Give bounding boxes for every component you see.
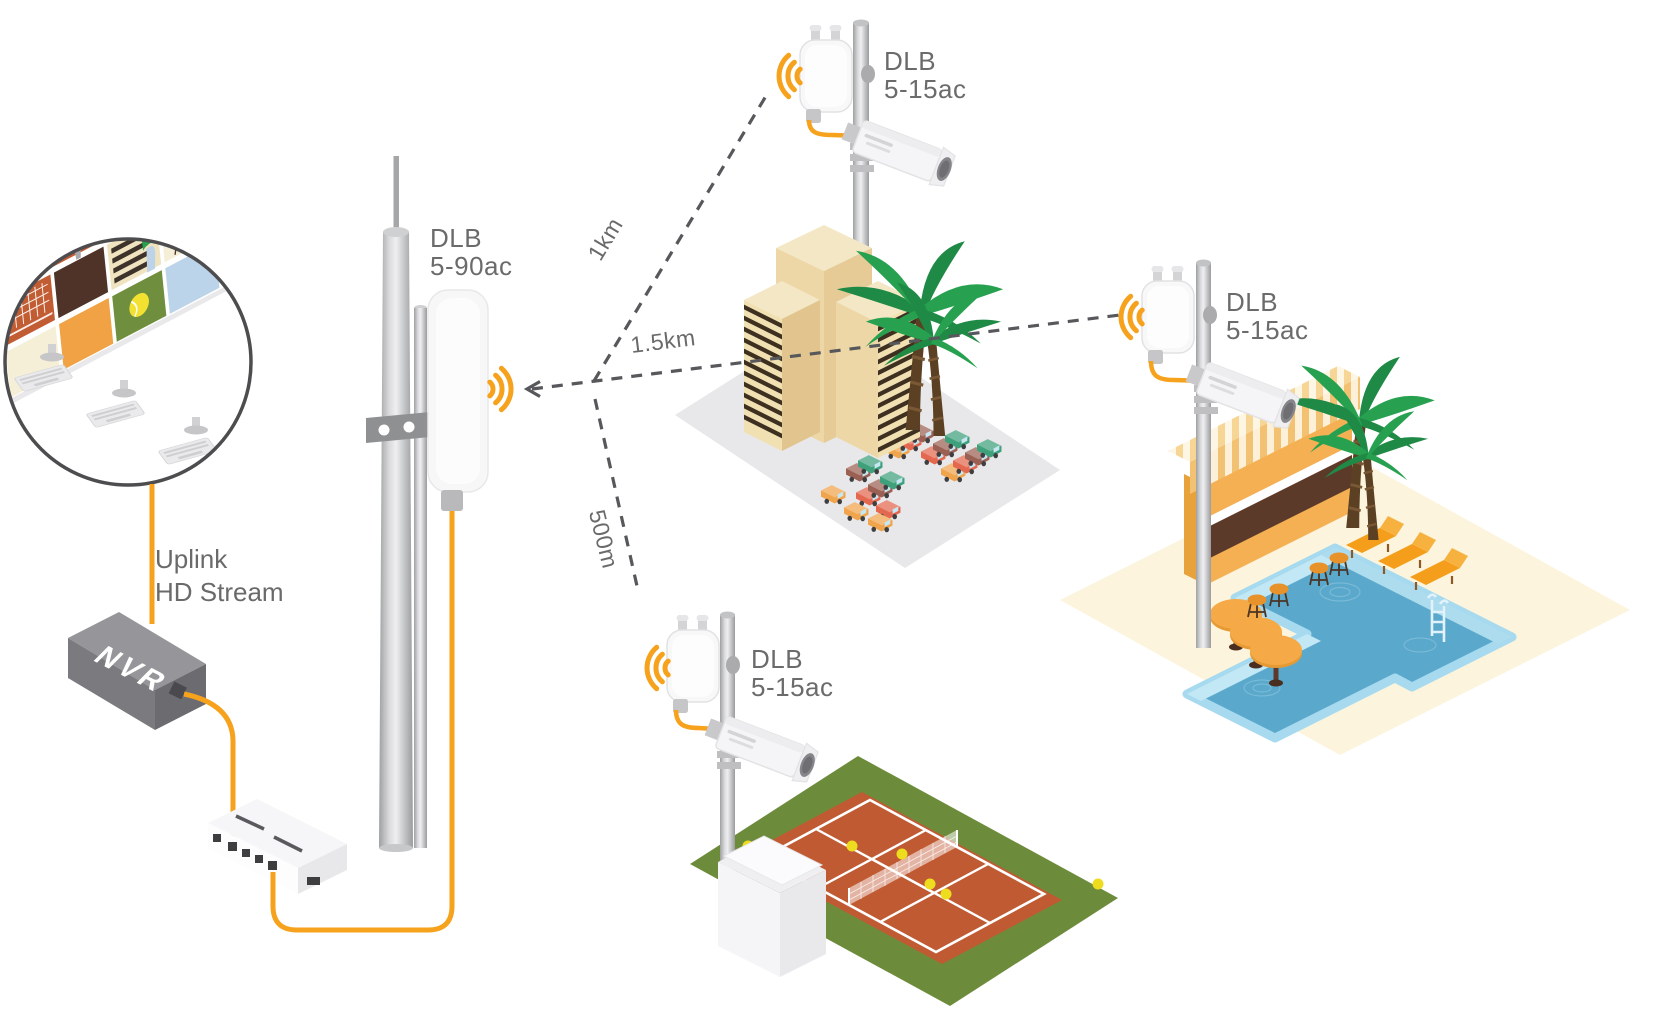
utility-shed [718,835,826,977]
cpe-to-camera-cable [806,119,865,139]
site-label: DLB 5-15ac [751,644,834,702]
mount-pole [414,308,427,848]
pool-ladder [1426,593,1450,642]
site-pool: DLB 5-15ac [1060,259,1630,755]
mast-bracket [366,412,430,443]
link-line-1km [592,90,771,382]
cctv-camera-icon [699,707,822,787]
site-label-line2: 5-15ac [751,672,834,702]
tennis-ball-screen [129,292,149,317]
cpe-to-camera-cable [673,709,732,733]
wifi-signal-icon [487,365,514,413]
switch-to-antenna-cable [270,510,455,933]
wifi-signal-icon [647,647,668,688]
nvr-to-switch-cable [183,691,236,850]
site-label: DLB 5-15ac [884,46,967,104]
site-label-line1: DLB [751,644,803,674]
stairs-screen [111,239,157,284]
wireless-links [523,90,1121,587]
tennis-net [848,830,958,905]
cpe-radio [1141,265,1195,365]
site-label-line1: DLB [884,46,936,76]
site-label-line1: DLB [1226,287,1278,317]
base-station-label-line2: 5-90ac [430,251,513,281]
wifi-signal-icon [779,55,800,96]
site-tennis: DLB 5-15ac [647,611,1118,1006]
uplink-label: Uplink HD Stream [155,544,284,607]
distance-label-1-5km: 1.5km [629,324,697,358]
wifi-signal-icon [1121,296,1142,337]
base-station-mast [366,156,489,852]
base-station-label: DLB 5-90ac [430,223,513,281]
switch-ports [213,834,320,885]
site-label: DLB 5-15ac [1226,287,1309,345]
keyboard [227,473,251,485]
base-station-label-line1: DLB [430,223,482,253]
office-building [744,225,920,458]
switch-vents [235,814,303,853]
inset-border [3,237,253,487]
mast-antenna-rod [393,156,399,234]
poe-switch [208,799,347,894]
louver-windows [744,304,782,439]
cpe-radio [666,614,720,714]
nvr-port [168,681,187,700]
tennis-court [742,792,1062,964]
cpe-to-camera-cable [1148,360,1209,384]
site-label-line2: 5-15ac [884,74,967,104]
mast-pole [379,232,413,848]
uplink-label-line2: HD Stream [155,577,284,607]
pool-bar [1168,366,1360,619]
site-building: DLB 5-15ac [675,19,1060,568]
loungers-screen [221,185,263,228]
cpe-radio [799,24,853,124]
distance-label-500m: 500m [584,507,624,571]
uplink-label-line1: Uplink [155,544,228,574]
nvr-box: NVR [68,612,206,730]
site-label-line2: 5-15ac [1226,315,1309,345]
water-ripples [1243,582,1437,697]
distance-label-1km: 1km [582,213,627,265]
site-pole [1196,262,1211,648]
monitoring-room-inset [3,185,263,487]
link-arrowhead [523,380,541,398]
